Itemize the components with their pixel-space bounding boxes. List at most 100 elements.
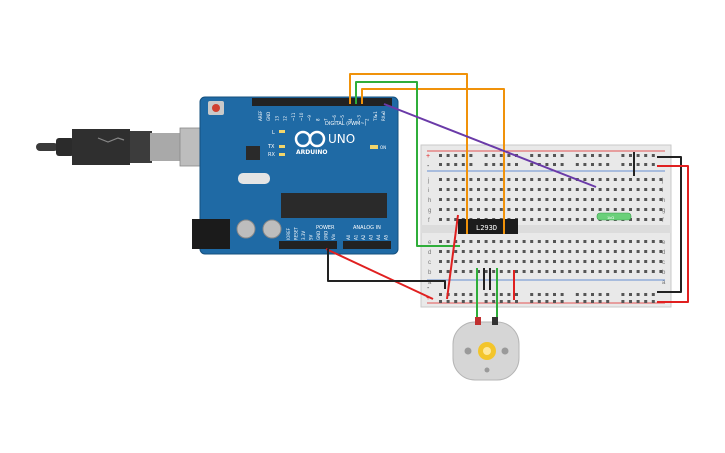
breadboard-hole[interactable] [644,260,648,263]
breadboard-hole[interactable] [583,270,587,273]
breadboard-hole[interactable] [598,208,602,211]
breadboard-hole[interactable] [484,240,488,243]
breadboard-hole[interactable] [636,260,640,263]
breadboard-hole[interactable] [507,250,511,253]
breadboard-hole[interactable] [644,163,648,166]
breadboard-hole[interactable] [545,293,549,296]
breadboard-hole[interactable] [446,188,450,191]
breadboard-hole[interactable] [469,240,473,243]
breadboard-hole[interactable] [560,208,564,211]
breadboard-hole[interactable] [439,260,442,263]
breadboard-hole[interactable] [575,260,579,263]
breadboard-hole[interactable] [522,270,526,273]
breadboard-hole[interactable] [469,188,473,191]
breadboard-hole[interactable] [644,188,648,191]
breadboard-hole[interactable] [621,260,625,263]
breadboard-hole[interactable] [522,260,526,263]
breadboard-hole[interactable] [469,250,473,253]
breadboard-hole[interactable] [636,293,640,296]
breadboard-hole[interactable] [545,178,549,181]
breadboard-hole[interactable] [659,240,663,243]
breadboard-hole[interactable] [568,218,572,221]
breadboard-hole[interactable] [613,250,617,253]
breadboard-hole[interactable] [644,250,648,253]
breadboard-hole[interactable] [477,188,480,191]
breadboard-hole[interactable] [477,270,480,273]
breadboard-hole[interactable] [492,208,496,211]
breadboard-hole[interactable] [575,250,579,253]
breadboard-hole[interactable] [629,270,632,273]
breadboard-hole[interactable] [446,163,450,166]
breadboard-hole[interactable] [454,260,458,263]
breadboard-hole[interactable] [530,270,534,273]
breadboard-hole[interactable] [530,208,534,211]
breadboard-hole[interactable] [439,250,442,253]
breadboard-hole[interactable] [484,208,488,211]
breadboard-hole[interactable] [484,198,488,201]
breadboard-hole[interactable] [621,198,625,201]
breadboard-hole[interactable] [621,270,625,273]
breadboard-hole[interactable] [629,154,632,157]
breadboard-hole[interactable] [492,188,496,191]
breadboard-hole[interactable] [591,154,594,157]
breadboard-hole[interactable] [492,300,496,303]
breadboard-hole[interactable] [553,188,556,191]
breadboard-hole[interactable] [621,250,625,253]
breadboard-hole[interactable] [545,218,549,221]
breadboard-hole[interactable] [575,163,579,166]
breadboard-hole[interactable] [575,218,579,221]
breadboard-hole[interactable] [507,270,511,273]
breadboard-hole[interactable] [454,270,458,273]
breadboard-hole[interactable] [553,154,556,157]
breadboard-hole[interactable] [469,260,473,263]
breadboard-hole[interactable] [553,270,556,273]
breadboard-hole[interactable] [560,178,564,181]
breadboard-hole[interactable] [644,218,648,221]
breadboard-hole[interactable] [469,154,473,157]
breadboard-hole[interactable] [446,240,450,243]
breadboard-hole[interactable] [629,293,632,296]
breadboard-hole[interactable] [439,198,442,201]
breadboard-hole[interactable] [575,208,579,211]
breadboard-hole[interactable] [553,178,556,181]
breadboard-hole[interactable] [591,300,594,303]
breadboard-hole[interactable] [621,300,625,303]
breadboard-hole[interactable] [454,208,458,211]
breadboard-hole[interactable] [560,270,564,273]
breadboard-hole[interactable] [644,154,648,157]
breadboard-hole[interactable] [469,163,473,166]
breadboard-hole[interactable] [606,163,610,166]
breadboard-hole[interactable] [613,208,617,211]
breadboard-hole[interactable] [575,293,579,296]
breadboard-hole[interactable] [454,178,458,181]
breadboard-hole[interactable] [598,154,602,157]
breadboard-hole[interactable] [568,270,572,273]
breadboard-hole[interactable] [507,260,511,263]
breadboard-hole[interactable] [492,270,496,273]
breadboard-hole[interactable] [454,240,458,243]
breadboard-hole[interactable] [636,198,640,201]
breadboard-hole[interactable] [461,188,465,191]
breadboard-hole[interactable] [530,250,534,253]
breadboard-hole[interactable] [560,198,564,201]
breadboard-hole[interactable] [461,270,465,273]
breadboard-hole[interactable] [507,163,511,166]
breadboard-hole[interactable] [515,240,518,243]
breadboard-hole[interactable] [636,300,640,303]
breadboard-hole[interactable] [530,198,534,201]
breadboard-hole[interactable] [522,240,526,243]
breadboard-hole[interactable] [583,178,587,181]
breadboard-hole[interactable] [613,198,617,201]
breadboard-hole[interactable] [621,188,625,191]
breadboard-hole[interactable] [621,154,625,157]
breadboard-hole[interactable] [515,250,518,253]
breadboard-hole[interactable] [454,154,458,157]
breadboard-hole[interactable] [461,198,465,201]
breadboard-hole[interactable] [606,293,610,296]
breadboard-hole[interactable] [568,250,572,253]
breadboard-hole[interactable] [606,188,610,191]
breadboard-hole[interactable] [575,198,579,201]
breadboard-hole[interactable] [651,178,655,181]
breadboard-hole[interactable] [461,300,465,303]
breadboard-hole[interactable] [553,260,556,263]
